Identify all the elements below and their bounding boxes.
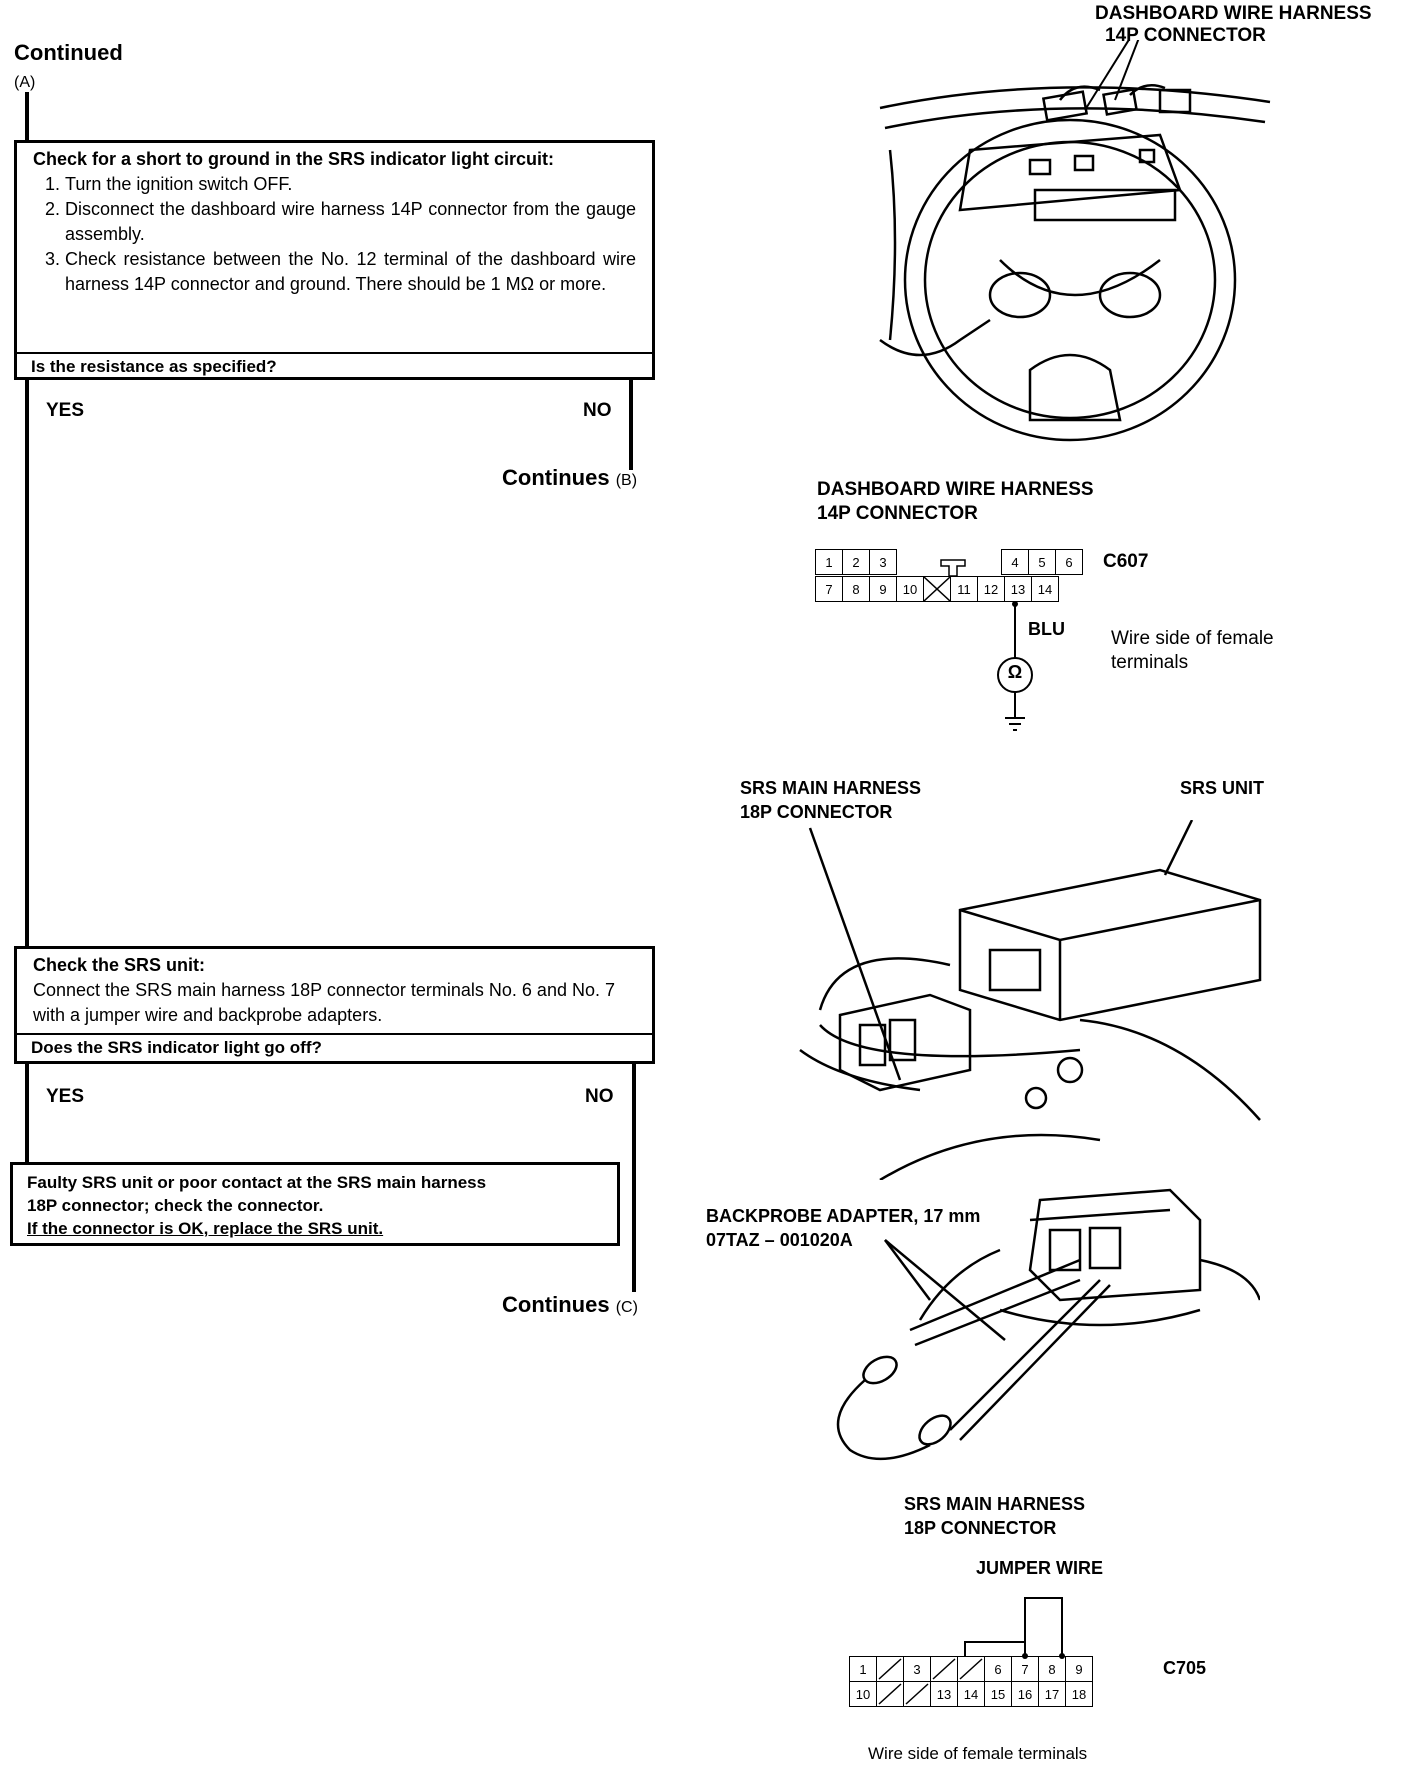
fig1-label-line1: DASHBOARD WIRE HARNESS: [1095, 3, 1372, 24]
c607-pin: 6: [1055, 549, 1083, 575]
yes-label-1: YES: [46, 400, 85, 421]
fig2-label-line1: DASHBOARD WIRE HARNESS: [817, 479, 1094, 500]
wire-color-blu: BLU: [1028, 619, 1065, 639]
check-box-srs-unit: Check the SRS unit: Connect the SRS main…: [14, 946, 655, 1064]
flow-line-no-2: [632, 1064, 636, 1292]
fig3-adapter-line2: 07TAZ – 001020A: [706, 1230, 853, 1250]
c705-pin: 3: [903, 1656, 931, 1682]
fig3-srs-unit-label: SRS UNIT: [1180, 778, 1265, 798]
box1-question: Is the resistance as specified?: [17, 352, 652, 380]
no-label-1: NO: [583, 400, 612, 421]
from-ref-label: (A): [14, 74, 36, 91]
srs-unit-illustration: [799, 820, 1262, 1180]
c607-pin: 2: [842, 549, 870, 575]
yes-label-2: YES: [46, 1086, 85, 1107]
box2-body: Connect the SRS main harness 18P connect…: [33, 980, 615, 1025]
box3-line-1: Faulty SRS unit or poor contact at the S…: [27, 1173, 487, 1192]
fig3-harness-line1: SRS MAIN HARNESS: [740, 778, 922, 798]
c705-pin: 9: [1065, 1656, 1093, 1682]
c607-pin: 9: [869, 576, 897, 602]
ohm-symbol: Ω: [1007, 662, 1023, 682]
c607-pin: 4: [1001, 549, 1029, 575]
box1-step-2: Disconnect the dashboard wire harness 14…: [65, 197, 636, 247]
c705-pin-blank: [903, 1681, 931, 1707]
box2-question: Does the SRS indicator light go off?: [17, 1033, 652, 1061]
c705-pin: 15: [984, 1681, 1012, 1707]
ohmmeter-probe-diagram: [997, 601, 1033, 731]
check-box-short-to-ground: Check for a short to ground in the SRS i…: [14, 140, 655, 380]
c705-pin: 18: [1065, 1681, 1093, 1707]
continues-b-text: Continues: [502, 465, 610, 490]
connector-c705: 1 3 6 7 8 9 10 13 14 15 16 17 18: [849, 1656, 1093, 1707]
flow-line-yes-2: [25, 1064, 29, 1164]
fig3-harness-line2: 18P CONNECTOR: [740, 802, 893, 822]
c607-pin: 10: [896, 576, 924, 602]
backprobe-adapter-illustration: [836, 1188, 1260, 1461]
fig2-note-line1: Wire side of female: [1111, 628, 1274, 649]
c705-pin-blank: [957, 1656, 985, 1682]
c705-pin-7: 7: [1011, 1656, 1039, 1682]
c705-pin-blank: [876, 1656, 904, 1682]
c607-pin: 5: [1028, 549, 1056, 575]
fig4-note: Wire side of female terminals: [868, 1744, 1088, 1763]
flow-line-main: [25, 92, 29, 140]
box1-step-3: Check resistance between the No. 12 term…: [65, 247, 636, 297]
flow-line-no-1: [629, 380, 633, 470]
fig4-label-line1: SRS MAIN HARNESS: [904, 1494, 1086, 1514]
jumper-wire-diagram: [964, 1597, 1065, 1659]
c705-pin: 8: [1038, 1656, 1066, 1682]
steering-wheel-illustration: [879, 40, 1271, 442]
fig4-jumper-label: JUMPER WIRE: [976, 1558, 1104, 1578]
fig2-note-line2: terminals: [1111, 652, 1189, 673]
fig2-label-line2: 14P CONNECTOR: [817, 503, 978, 524]
connector-c607-row2: 7 8 9 10 11 12 13 14: [815, 576, 1059, 602]
c607-connector-id: C607: [1103, 551, 1149, 572]
fig4-label-line2: 18P CONNECTOR: [904, 1518, 1057, 1538]
box1-title: Check for a short to ground in the SRS i…: [33, 149, 555, 169]
result-box-faulty-srs-unit: Faulty SRS unit or poor contact at the S…: [10, 1162, 620, 1246]
c705-connector-id: C705: [1163, 1658, 1207, 1678]
continues-c-text: Continues: [502, 1292, 610, 1317]
c607-pin-blank: [923, 576, 951, 602]
fig1-label-line2: 14P CONNECTOR: [1105, 25, 1266, 46]
fig3-adapter-line1: BACKPROBE ADAPTER, 17 mm: [706, 1206, 981, 1226]
c705-pin: 10: [849, 1681, 877, 1707]
box2-title: Check the SRS unit:: [33, 955, 206, 975]
continues-c: Continues (C): [502, 1292, 638, 1318]
c705-pin: 17: [1038, 1681, 1066, 1707]
no-label-2: NO: [585, 1086, 614, 1107]
c607-pin: 8: [842, 576, 870, 602]
connector-lock-tab: [940, 559, 966, 577]
c705-pin: 16: [1011, 1681, 1039, 1707]
continues-b-ref: (B): [615, 472, 638, 489]
c607-pin: 3: [869, 549, 897, 575]
connector-c607-row1-left: 1 2 3: [815, 549, 897, 575]
c705-pin-blank: [930, 1656, 958, 1682]
c705-pin: 13: [930, 1681, 958, 1707]
c607-pin: 11: [950, 576, 978, 602]
continued-label: Continued: [14, 40, 123, 65]
c607-pin: 7: [815, 576, 843, 602]
box1-steps: Turn the ignition switch OFF. Disconnect…: [33, 172, 636, 297]
c607-pin: 14: [1031, 576, 1059, 602]
continues-c-ref: (C): [615, 1299, 638, 1316]
box3-line-3: If the connector is OK, replace the SRS …: [27, 1219, 384, 1238]
c705-pin-blank: [876, 1681, 904, 1707]
flow-line-yes-1: [25, 380, 29, 950]
c607-pin: 1: [815, 549, 843, 575]
box1-step-1: Turn the ignition switch OFF.: [65, 172, 636, 197]
c705-pin: 1: [849, 1656, 877, 1682]
connector-c607-row1-right: 4 5 6: [1001, 549, 1083, 575]
c705-pin: 14: [957, 1681, 985, 1707]
box3-line-2: 18P connector; check the connector.: [27, 1196, 324, 1215]
c705-pin-6: 6: [984, 1656, 1012, 1682]
continues-b: Continues (B): [502, 465, 637, 491]
